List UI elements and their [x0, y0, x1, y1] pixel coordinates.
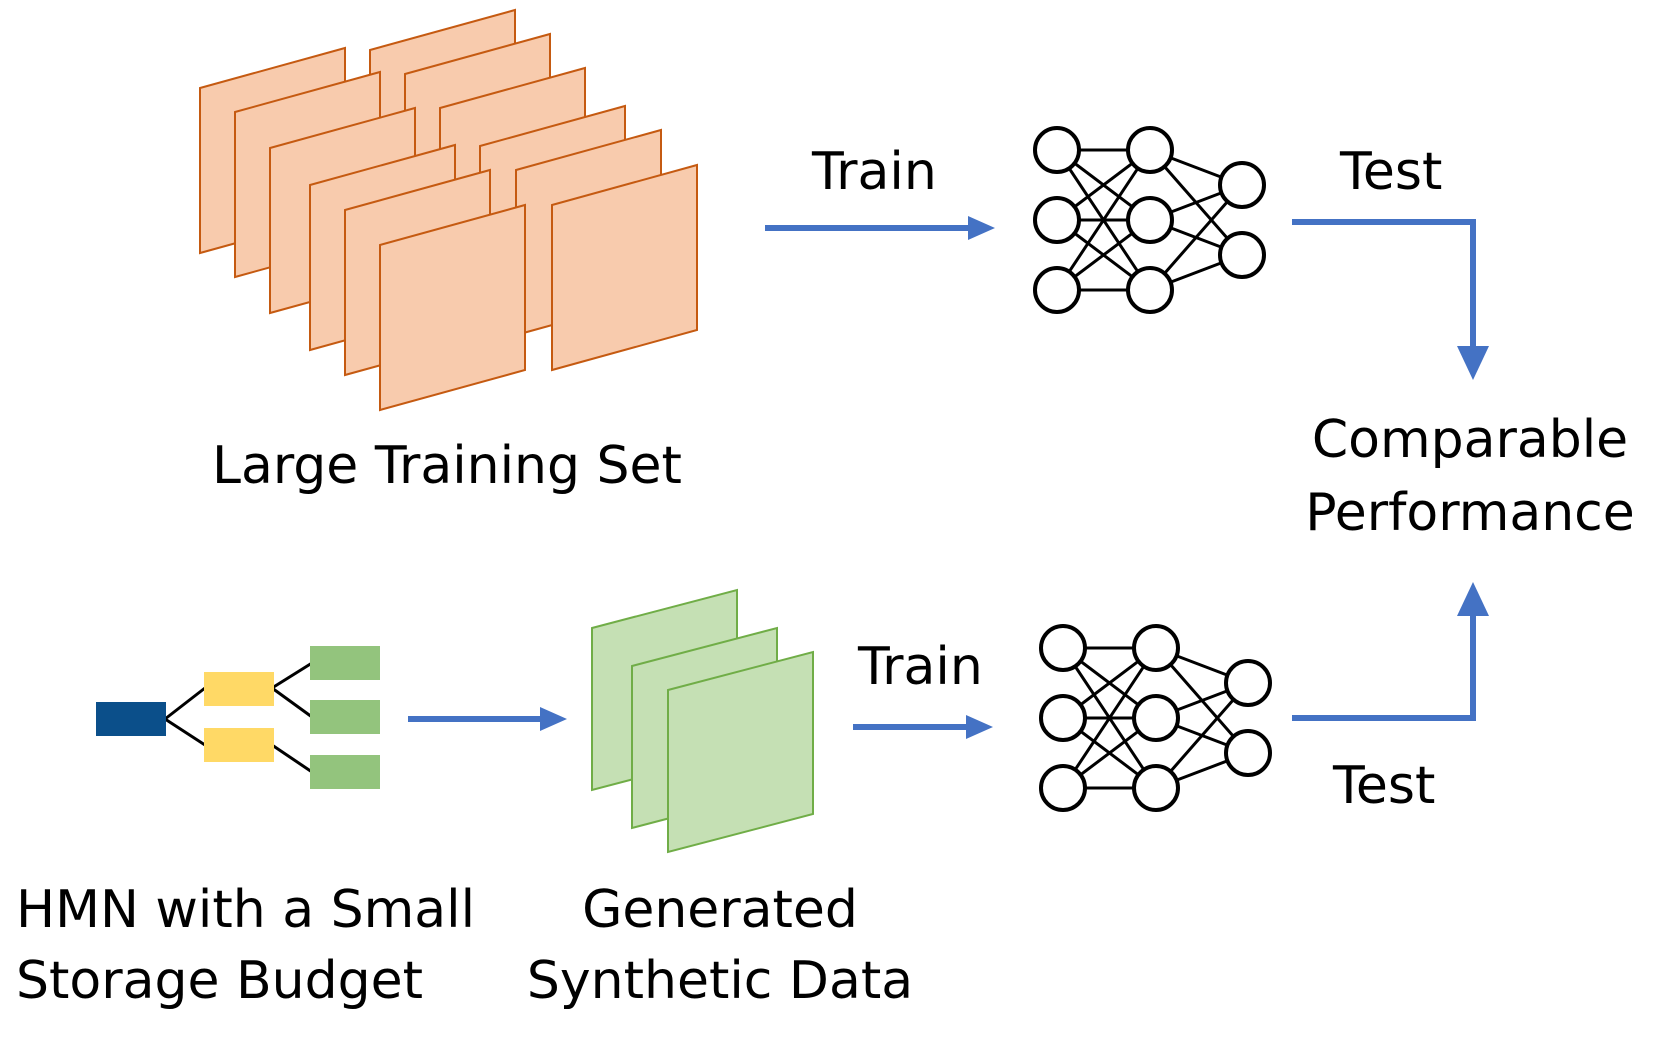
- top-train-arrow: [765, 216, 995, 240]
- nn-node-5: [1126, 266, 1174, 314]
- nn-node-0: [1033, 126, 1081, 174]
- nn-node-3: [1132, 624, 1180, 672]
- comparable-performance-label: Comparable Performance: [1300, 408, 1640, 546]
- tree-edge-1: [164, 717, 206, 747]
- neural-network-icon-bottom: [1039, 624, 1272, 812]
- tree-leaf-node-3: [310, 755, 380, 789]
- large-training-set-label: Large Training Set: [212, 436, 682, 496]
- top-test-arrow: [1292, 219, 1489, 380]
- training-sheet-11: [551, 163, 698, 372]
- top-train-label: Train: [812, 142, 937, 202]
- synthetic-label-line-1: Generated: [582, 880, 858, 940]
- synthetic-label-line-2: Synthetic Data: [526, 951, 914, 1011]
- nn-node-7: [1224, 729, 1272, 777]
- hmn-label-line-2: Storage Budget: [16, 951, 424, 1011]
- nn-node-6: [1218, 161, 1266, 209]
- bottom-test-label: Test: [1333, 756, 1436, 816]
- bottom-train-label: Train: [858, 637, 983, 697]
- bottom-train-arrow: [853, 715, 993, 739]
- tree-edge-0: [164, 686, 206, 721]
- nn-node-4: [1126, 196, 1174, 244]
- result-line-1: Comparable: [1311, 410, 1629, 470]
- synthetic-data-stack: [591, 588, 814, 854]
- tree-edge-4: [271, 743, 313, 774]
- nn-node-5: [1132, 764, 1180, 812]
- nn-node-2: [1033, 266, 1081, 314]
- tree-mid-node-1: [204, 672, 274, 706]
- hmn-tree-icon: [96, 646, 380, 789]
- tree-leaf-node-1: [310, 646, 380, 680]
- hmn-label: HMN with a Small Storage Budget: [16, 878, 475, 1014]
- training-sheet-10: [379, 203, 526, 412]
- nn-node-6: [1224, 659, 1272, 707]
- synthetic-data-label: Generated Synthetic Data: [520, 878, 920, 1014]
- top-test-label: Test: [1340, 142, 1443, 202]
- generate-arrow: [408, 707, 567, 731]
- nn-node-4: [1132, 694, 1180, 742]
- tree-root-node: [96, 702, 166, 736]
- nn-node-1: [1033, 196, 1081, 244]
- large-training-set-stack: [199, 8, 698, 412]
- synthetic-sheet-2: [667, 650, 814, 854]
- hmn-label-line-1: HMN with a Small: [16, 880, 476, 940]
- nn-edge-6: [1055, 149, 1152, 291]
- nn-node-2: [1039, 764, 1087, 812]
- tree-mid-node-2: [204, 728, 274, 762]
- nn-edge-6: [1061, 647, 1158, 789]
- nn-node-0: [1039, 624, 1087, 672]
- nn-node-1: [1039, 694, 1087, 742]
- bottom-test-arrow: [1292, 582, 1489, 721]
- result-line-2: Performance: [1305, 483, 1635, 543]
- nn-node-7: [1218, 231, 1266, 279]
- neural-network-icon-top: [1033, 126, 1266, 314]
- nn-node-3: [1126, 126, 1174, 174]
- tree-edge-3: [271, 686, 313, 719]
- tree-leaf-node-2: [310, 700, 380, 734]
- tree-edge-2: [271, 661, 313, 690]
